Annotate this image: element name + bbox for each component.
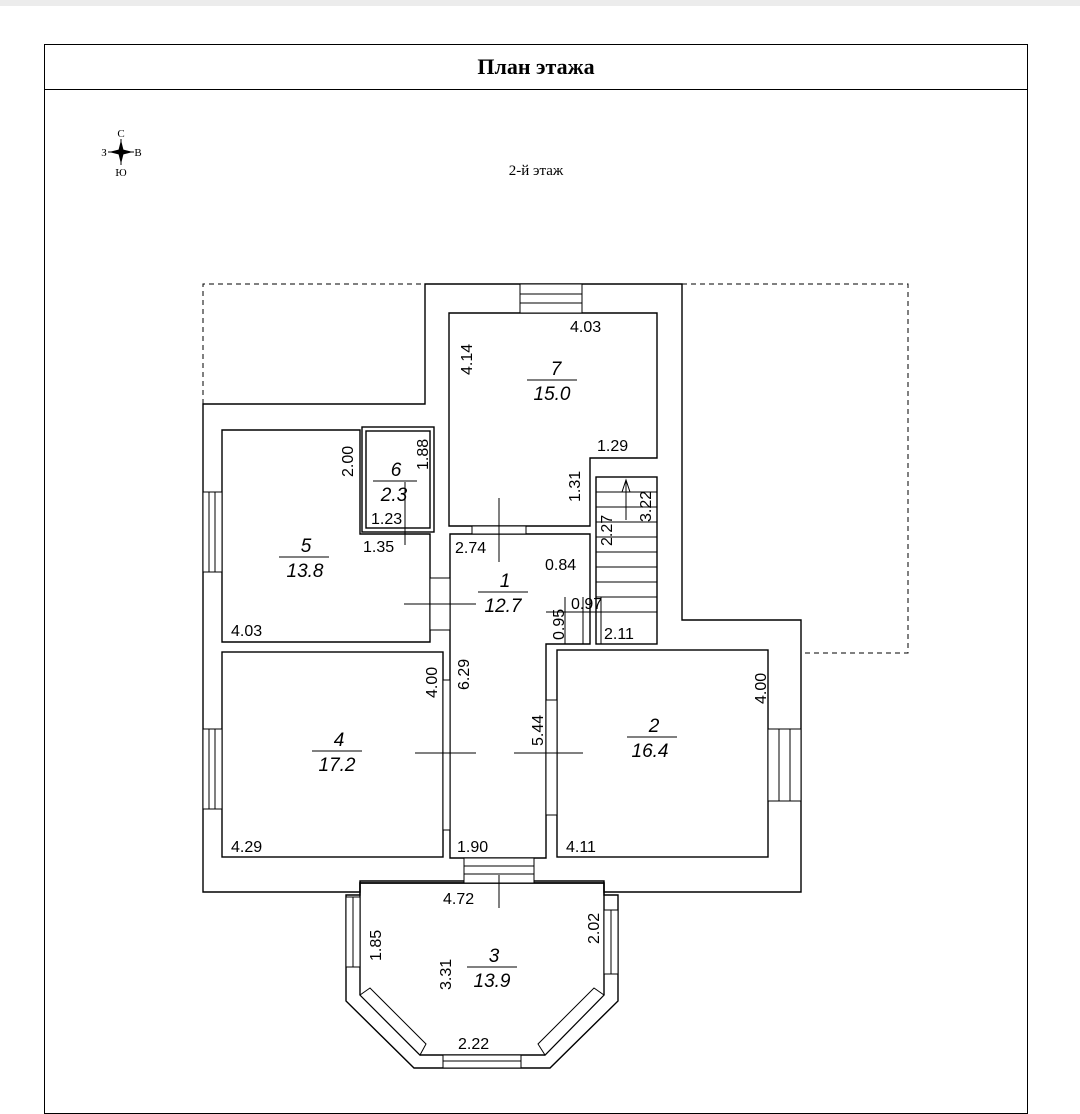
window-room3-left xyxy=(345,896,361,968)
room-label-7: 7 15.0 xyxy=(527,359,577,405)
title-row: План этажа xyxy=(45,45,1027,90)
window-left-room4 xyxy=(202,728,223,810)
dim-r3-depth: 3.31 xyxy=(438,959,455,990)
dim-r7-notch-h: 1.31 xyxy=(567,471,584,502)
dim-r6-width: 1.23 xyxy=(371,511,402,528)
dim-r7-width: 4.03 xyxy=(570,319,601,336)
windows xyxy=(202,283,802,1069)
dim-r5-width: 4.03 xyxy=(231,623,262,640)
room-7-outline xyxy=(448,312,658,527)
page-title: План этажа xyxy=(477,54,595,79)
staircase xyxy=(546,478,657,644)
top-bar xyxy=(0,0,1080,6)
window-room3-diag-left xyxy=(359,987,427,1056)
compass-north: С xyxy=(117,128,124,140)
dim-r4-width: 4.29 xyxy=(231,839,262,856)
window-room3-diag-right xyxy=(537,987,605,1056)
room-5-outline xyxy=(221,429,431,643)
dim-r1-top: 2.74 xyxy=(455,540,486,557)
room-1-area: 12.7 xyxy=(485,596,523,617)
dim-r7-notch-w: 1.29 xyxy=(597,438,628,455)
room-2-area: 16.4 xyxy=(632,741,669,762)
dim-r1-bottom: 1.90 xyxy=(457,839,488,856)
compass-south: Ю xyxy=(115,167,126,179)
dim-r3-left: 1.85 xyxy=(368,930,385,961)
dim-r4-height: 4.00 xyxy=(424,667,441,698)
compass-east: В xyxy=(134,147,141,159)
room-1-outline xyxy=(449,533,591,859)
room-3-number: 3 xyxy=(489,946,500,967)
room-3-outer-outline xyxy=(345,882,619,1069)
dim-r2-height: 4.00 xyxy=(753,673,770,704)
dim-r1-length: 6.29 xyxy=(456,659,473,690)
window-room3-bottom xyxy=(442,1054,522,1069)
dim-r5-height: 2.00 xyxy=(340,446,357,477)
stair-outline xyxy=(595,476,658,645)
room-6-area: 2.3 xyxy=(380,485,408,506)
room-label-5: 5 13.8 xyxy=(279,536,329,582)
room-4-number: 4 xyxy=(334,730,345,751)
window-right-room2 xyxy=(767,728,802,802)
compass-icon: С Ю З В xyxy=(101,128,141,179)
dim-r3-top: 4.72 xyxy=(443,891,474,908)
roof-outline xyxy=(202,283,909,654)
dim-r1-lower: 5.44 xyxy=(530,715,547,746)
window-left-room5 xyxy=(202,491,223,573)
dim-r3-right: 2.02 xyxy=(586,913,603,944)
room-label-6: 6 2.3 xyxy=(373,460,417,506)
dim-r1-right: 0.84 xyxy=(545,557,576,574)
dim-stair-c: 2.11 xyxy=(604,626,634,643)
room-label-4: 4 17.2 xyxy=(312,730,362,776)
floor-label: 2-й этаж xyxy=(508,163,564,179)
dim-stair-b: 0.97 xyxy=(571,596,602,613)
room-5-number: 5 xyxy=(301,536,312,557)
room-label-3: 3 13.9 xyxy=(467,946,517,992)
room-7-area: 15.0 xyxy=(534,384,571,405)
dim-stair-e: 3.22 xyxy=(638,491,655,522)
room-label-2: 2 16.4 xyxy=(627,716,677,762)
compass-west: З xyxy=(101,147,107,159)
dim-r2-width: 4.11 xyxy=(566,839,596,856)
room-2-number: 2 xyxy=(648,716,660,737)
room-4-area: 17.2 xyxy=(319,755,356,776)
room-5-area: 13.8 xyxy=(287,561,324,582)
dim-r5-notch: 1.35 xyxy=(363,539,394,556)
dim-r3-bottom: 2.22 xyxy=(458,1036,489,1053)
room-7-number: 7 xyxy=(551,359,563,380)
room-6-wall-outline xyxy=(361,426,435,533)
room-1-number: 1 xyxy=(500,571,511,592)
room-6-outline xyxy=(365,430,431,529)
dim-stair-d: 2.27 xyxy=(599,515,616,546)
room-label-1: 1 12.7 xyxy=(478,571,528,617)
dim-r7-height: 4.14 xyxy=(459,344,476,375)
dim-stair-a: 0.95 xyxy=(551,609,568,640)
room-6-number: 6 xyxy=(391,460,402,481)
window-top xyxy=(519,283,583,314)
doors xyxy=(404,482,583,908)
window-room3-right xyxy=(603,909,619,975)
room-3-area: 13.9 xyxy=(474,971,511,992)
dim-r6-height: 1.88 xyxy=(415,439,432,470)
